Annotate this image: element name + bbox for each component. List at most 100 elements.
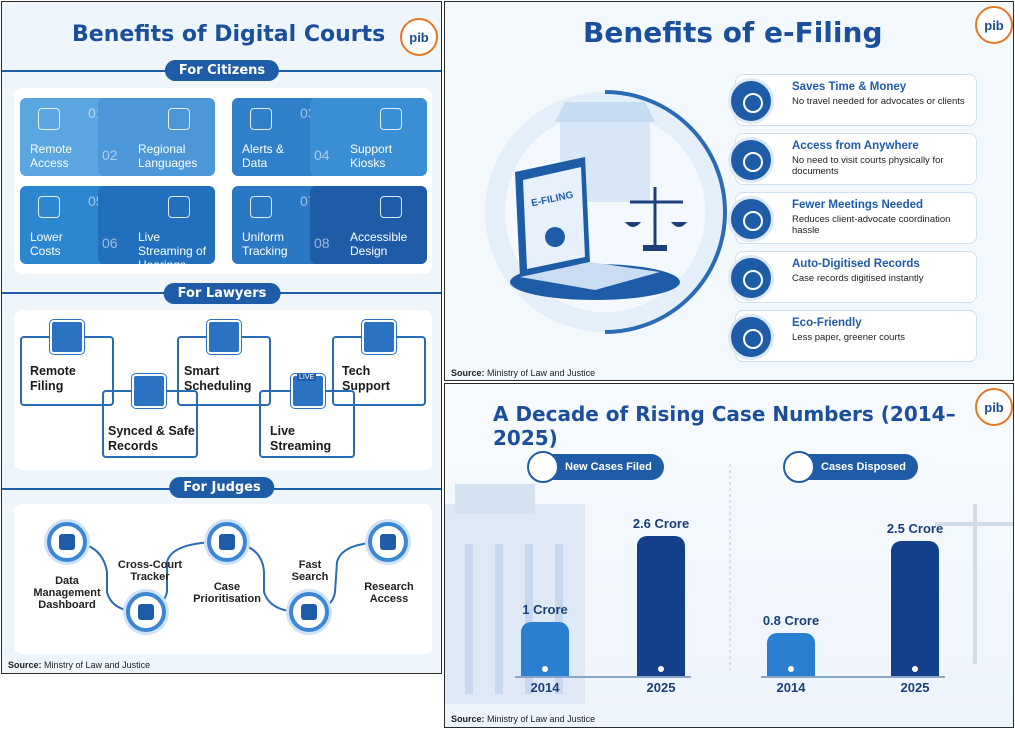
tile-icon bbox=[168, 108, 190, 130]
tile-number: 04 bbox=[314, 147, 330, 163]
efiling-source-label: Source: bbox=[451, 368, 485, 378]
judge-item-prioritisation: Case Prioritisation bbox=[193, 581, 261, 605]
new-cases-tag: New Cases Filed bbox=[527, 451, 664, 483]
judges-heading: For Judges bbox=[169, 477, 275, 498]
benefit-description: No need to visit courts physically for d… bbox=[792, 155, 944, 177]
document-icon bbox=[132, 374, 166, 408]
chart-baseline bbox=[515, 676, 691, 678]
efiling-title: Benefits of e-Filing bbox=[583, 16, 883, 49]
benefit-icon bbox=[728, 196, 774, 242]
cases-disposed-title: Cases Disposed bbox=[821, 461, 906, 473]
gavel-doc-icon bbox=[527, 451, 559, 483]
tile-icon bbox=[250, 108, 272, 130]
tile-number: 02 bbox=[102, 147, 118, 163]
lawyer-item-remote-filing: Remote Filing bbox=[30, 364, 76, 393]
court-background bbox=[445, 464, 1013, 704]
bar-category-label: 2025 bbox=[646, 680, 676, 695]
lawyer-item-smart-scheduling: Smart Scheduling bbox=[184, 364, 252, 393]
chart-baseline bbox=[761, 676, 945, 678]
benefit-description: Reduces client-advocate coordination has… bbox=[792, 214, 951, 236]
benefit-description: No travel needed for advocates or client… bbox=[792, 96, 965, 107]
tile-icon bbox=[38, 196, 60, 218]
lawyer-item-synced-records: Synced & Safe Records bbox=[108, 424, 195, 453]
case-numbers-title: A Decade of Rising Case Numbers (2014–20… bbox=[493, 402, 956, 450]
live-tag: LIVE bbox=[297, 374, 317, 381]
judge-item-cross-court: Cross-Court Tracker bbox=[117, 559, 183, 583]
tile-icon bbox=[380, 196, 402, 218]
citizen-tile: 08 Accessible Design bbox=[310, 186, 427, 264]
pib-logo: pib bbox=[975, 6, 1013, 44]
citizen-tile: 02 Regional Languages bbox=[98, 98, 215, 176]
tile-number: 08 bbox=[314, 235, 330, 251]
pib-logo-text-3: pib bbox=[984, 399, 1004, 415]
efiling-source: Source: Ministry of Law and Justice bbox=[451, 368, 595, 378]
search-icon bbox=[289, 592, 329, 632]
citizens-heading: For Citizens bbox=[164, 60, 280, 81]
tile-label: Support Kiosks bbox=[350, 142, 393, 170]
tile-label: Regional Languages bbox=[138, 142, 198, 170]
digital-courts-panel: Benefits of Digital Courts pib For Citiz… bbox=[1, 1, 442, 674]
new-cases-title: New Cases Filed bbox=[565, 461, 652, 473]
benefit-icon bbox=[728, 314, 774, 360]
chart-bar bbox=[767, 632, 815, 676]
decade-source: Source: Ministry of Law and Justice bbox=[451, 714, 595, 724]
bar-value-label: 0.8 Crore bbox=[762, 612, 820, 628]
pib-logo: pib bbox=[975, 388, 1013, 426]
chart-bar bbox=[637, 536, 685, 676]
dashboard-icon bbox=[47, 522, 87, 562]
benefit-icon bbox=[728, 137, 774, 183]
pib-logo: pib bbox=[400, 18, 438, 56]
live-stream-icon: LIVE bbox=[291, 374, 325, 408]
tile-label: Alerts & Data bbox=[242, 142, 285, 170]
chart-bar bbox=[521, 622, 569, 676]
pib-logo-text-2: pib bbox=[984, 17, 1004, 33]
benefit-heading: Saves Time & Money bbox=[792, 81, 907, 93]
efiling-source-text: Ministry of Law and Justice bbox=[487, 368, 596, 378]
tile-number: 06 bbox=[102, 235, 118, 251]
tile-icon bbox=[250, 196, 272, 218]
cases-disposed-tag: Cases Disposed bbox=[783, 451, 918, 483]
benefit-card: Access from Anywhere No need to visit cou… bbox=[728, 133, 977, 185]
bar-value-label: 1 Crore bbox=[522, 602, 568, 618]
bar-category-label: 2025 bbox=[900, 680, 930, 695]
bar-dot bbox=[788, 665, 794, 672]
bar-value-label: 2.6 Crore bbox=[632, 516, 690, 531]
left-source-label: Source: bbox=[8, 660, 42, 670]
priority-icon bbox=[207, 522, 247, 562]
tile-label: Lower Costs bbox=[30, 230, 63, 258]
bar-category-label: 2014 bbox=[530, 680, 560, 695]
judge-item-research: Research Access bbox=[364, 581, 414, 605]
benefit-icon bbox=[728, 78, 774, 124]
tile-icon bbox=[380, 108, 402, 130]
tile-icon bbox=[38, 108, 60, 130]
efiling-panel: Benefits of e-Filing pib E-FILING Saves … bbox=[444, 1, 1014, 381]
efiling-illustration bbox=[485, 90, 727, 334]
benefit-heading: Access from Anywhere bbox=[792, 140, 919, 152]
folder-icon bbox=[50, 320, 84, 354]
judge-item-fast-search: Fast Search bbox=[291, 559, 329, 583]
left-source-text: Minstry of Law and Justice bbox=[44, 660, 151, 670]
bar-value-label: 2.5 Crore bbox=[886, 521, 944, 537]
benefit-card: Saves Time & Money No travel needed for a… bbox=[728, 74, 977, 126]
bar-dot bbox=[912, 665, 918, 672]
lawyers-heading: For Lawyers bbox=[163, 283, 281, 304]
left-source: Source: Minstry of Law and Justice bbox=[8, 660, 150, 670]
tile-label: Uniform Tracking bbox=[242, 230, 288, 258]
benefit-heading: Fewer Meetings Needed bbox=[792, 199, 924, 211]
citizen-tile: 04 Support Kiosks bbox=[310, 98, 427, 176]
tile-label: Accessible Design bbox=[350, 230, 408, 258]
benefit-icon bbox=[728, 255, 774, 301]
chart-bar bbox=[891, 541, 939, 676]
benefit-description: Case records digitised instantly bbox=[792, 273, 924, 284]
lawyer-item-live-streaming: Live Streaming bbox=[270, 424, 332, 453]
decade-source-text: Ministry of Law and Justice bbox=[487, 714, 596, 724]
judge-item-dashboard: Data Management Dashboard bbox=[33, 575, 101, 611]
case-numbers-panel: A Decade of Rising Case Numbers (2014–20… bbox=[444, 383, 1014, 728]
